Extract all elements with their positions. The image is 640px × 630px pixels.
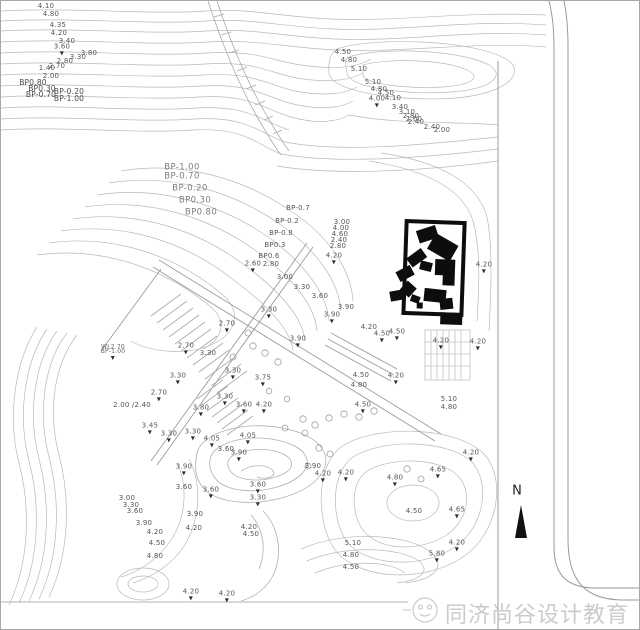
contour-lines-middle — [36, 152, 492, 352]
watermark-text: 同济尚谷设计教育 — [445, 603, 630, 628]
contour-lines-top — [1, 9, 547, 172]
pergola-structure — [424, 329, 471, 381]
tree-symbols — [229, 329, 425, 483]
stream-channel — [207, 1, 290, 156]
terrace-steps — [150, 293, 254, 436]
north-label: N — [512, 483, 522, 499]
north-arrow-icon — [515, 505, 527, 538]
contour-lines-bottom-right — [300, 430, 497, 584]
pond-contours — [195, 425, 327, 602]
watermark-logo-icon — [403, 597, 438, 623]
building-entry-block — [440, 312, 463, 326]
contour-lines-left — [8, 326, 199, 606]
building-footprint — [389, 218, 467, 326]
walkway-lines — [100, 242, 442, 466]
